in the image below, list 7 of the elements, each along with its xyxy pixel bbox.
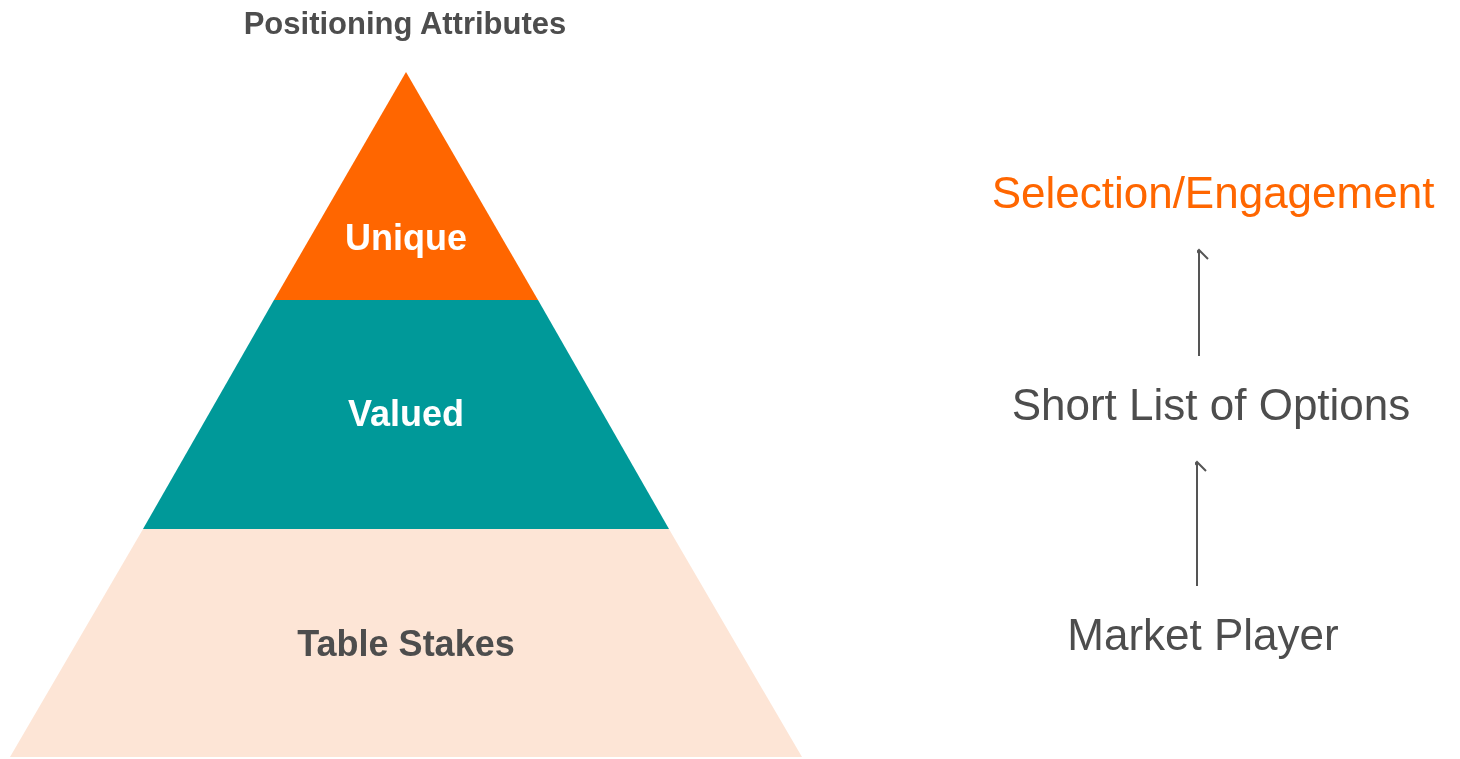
diagram-title: Positioning Attributes <box>242 6 568 42</box>
tier-label: Table Stakes <box>296 623 516 665</box>
stage-label: Selection/Engagement <box>960 164 1460 220</box>
stage-label: Market Player <box>960 606 1446 662</box>
tier-label: Unique <box>344 217 468 259</box>
stage-label: Short List of Options <box>960 376 1460 432</box>
tier-label: Valued <box>346 393 466 435</box>
